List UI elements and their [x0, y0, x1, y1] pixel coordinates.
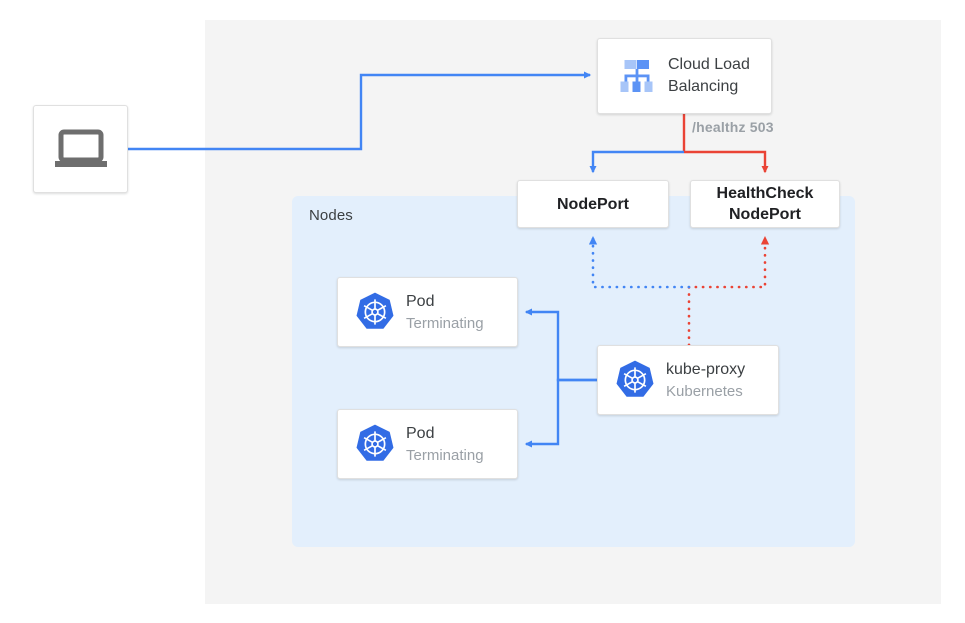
pod-text-1: Pod Terminating [406, 291, 484, 334]
pod-subtitle-2: Terminating [406, 446, 484, 464]
pod-subtitle-1: Terminating [406, 314, 484, 332]
kube-proxy-text: kube-proxy Kubernetes [666, 359, 745, 402]
cloud-load-balancing-icon [606, 55, 668, 97]
healthcheck-nodeport-card[interactable]: HealthCheck NodePort [690, 180, 840, 228]
kube-proxy-card[interactable]: kube-proxy Kubernetes [597, 345, 779, 415]
pod-title-2: Pod [406, 424, 435, 442]
cloud-load-balancing-card[interactable]: Cloud Load Balancing [597, 38, 772, 114]
pod-card-2[interactable]: Pod Terminating [337, 409, 518, 479]
kube-proxy-title: kube-proxy [666, 360, 746, 378]
nodeport-card[interactable]: NodePort [517, 180, 669, 228]
kubernetes-icon [344, 423, 406, 465]
laptop-icon [53, 128, 109, 170]
cloud-load-balancing-title-line1: Cloud Load [668, 56, 750, 73]
healthcheck-nodeport-label-line2: NodePort [729, 206, 801, 223]
kube-proxy-subtitle: Kubernetes [666, 382, 743, 400]
kubernetes-icon [344, 291, 406, 333]
nodes-region-label: Nodes [309, 207, 353, 224]
healthcheck-nodeport-label-line1: HealthCheck [716, 185, 814, 202]
pod-card-1[interactable]: Pod Terminating [337, 277, 518, 347]
kubernetes-icon [604, 359, 666, 401]
healthz-503-label: /healthz 503 [692, 119, 774, 135]
pod-title-1: Pod [406, 292, 435, 310]
nodeport-label: NodePort [557, 195, 629, 213]
cloud-load-balancing-title-line2: Balancing [668, 78, 739, 95]
client-card[interactable] [33, 105, 128, 193]
pod-text-2: Pod Terminating [406, 423, 484, 466]
cloud-load-balancing-text: Cloud Load Balancing [668, 54, 750, 98]
